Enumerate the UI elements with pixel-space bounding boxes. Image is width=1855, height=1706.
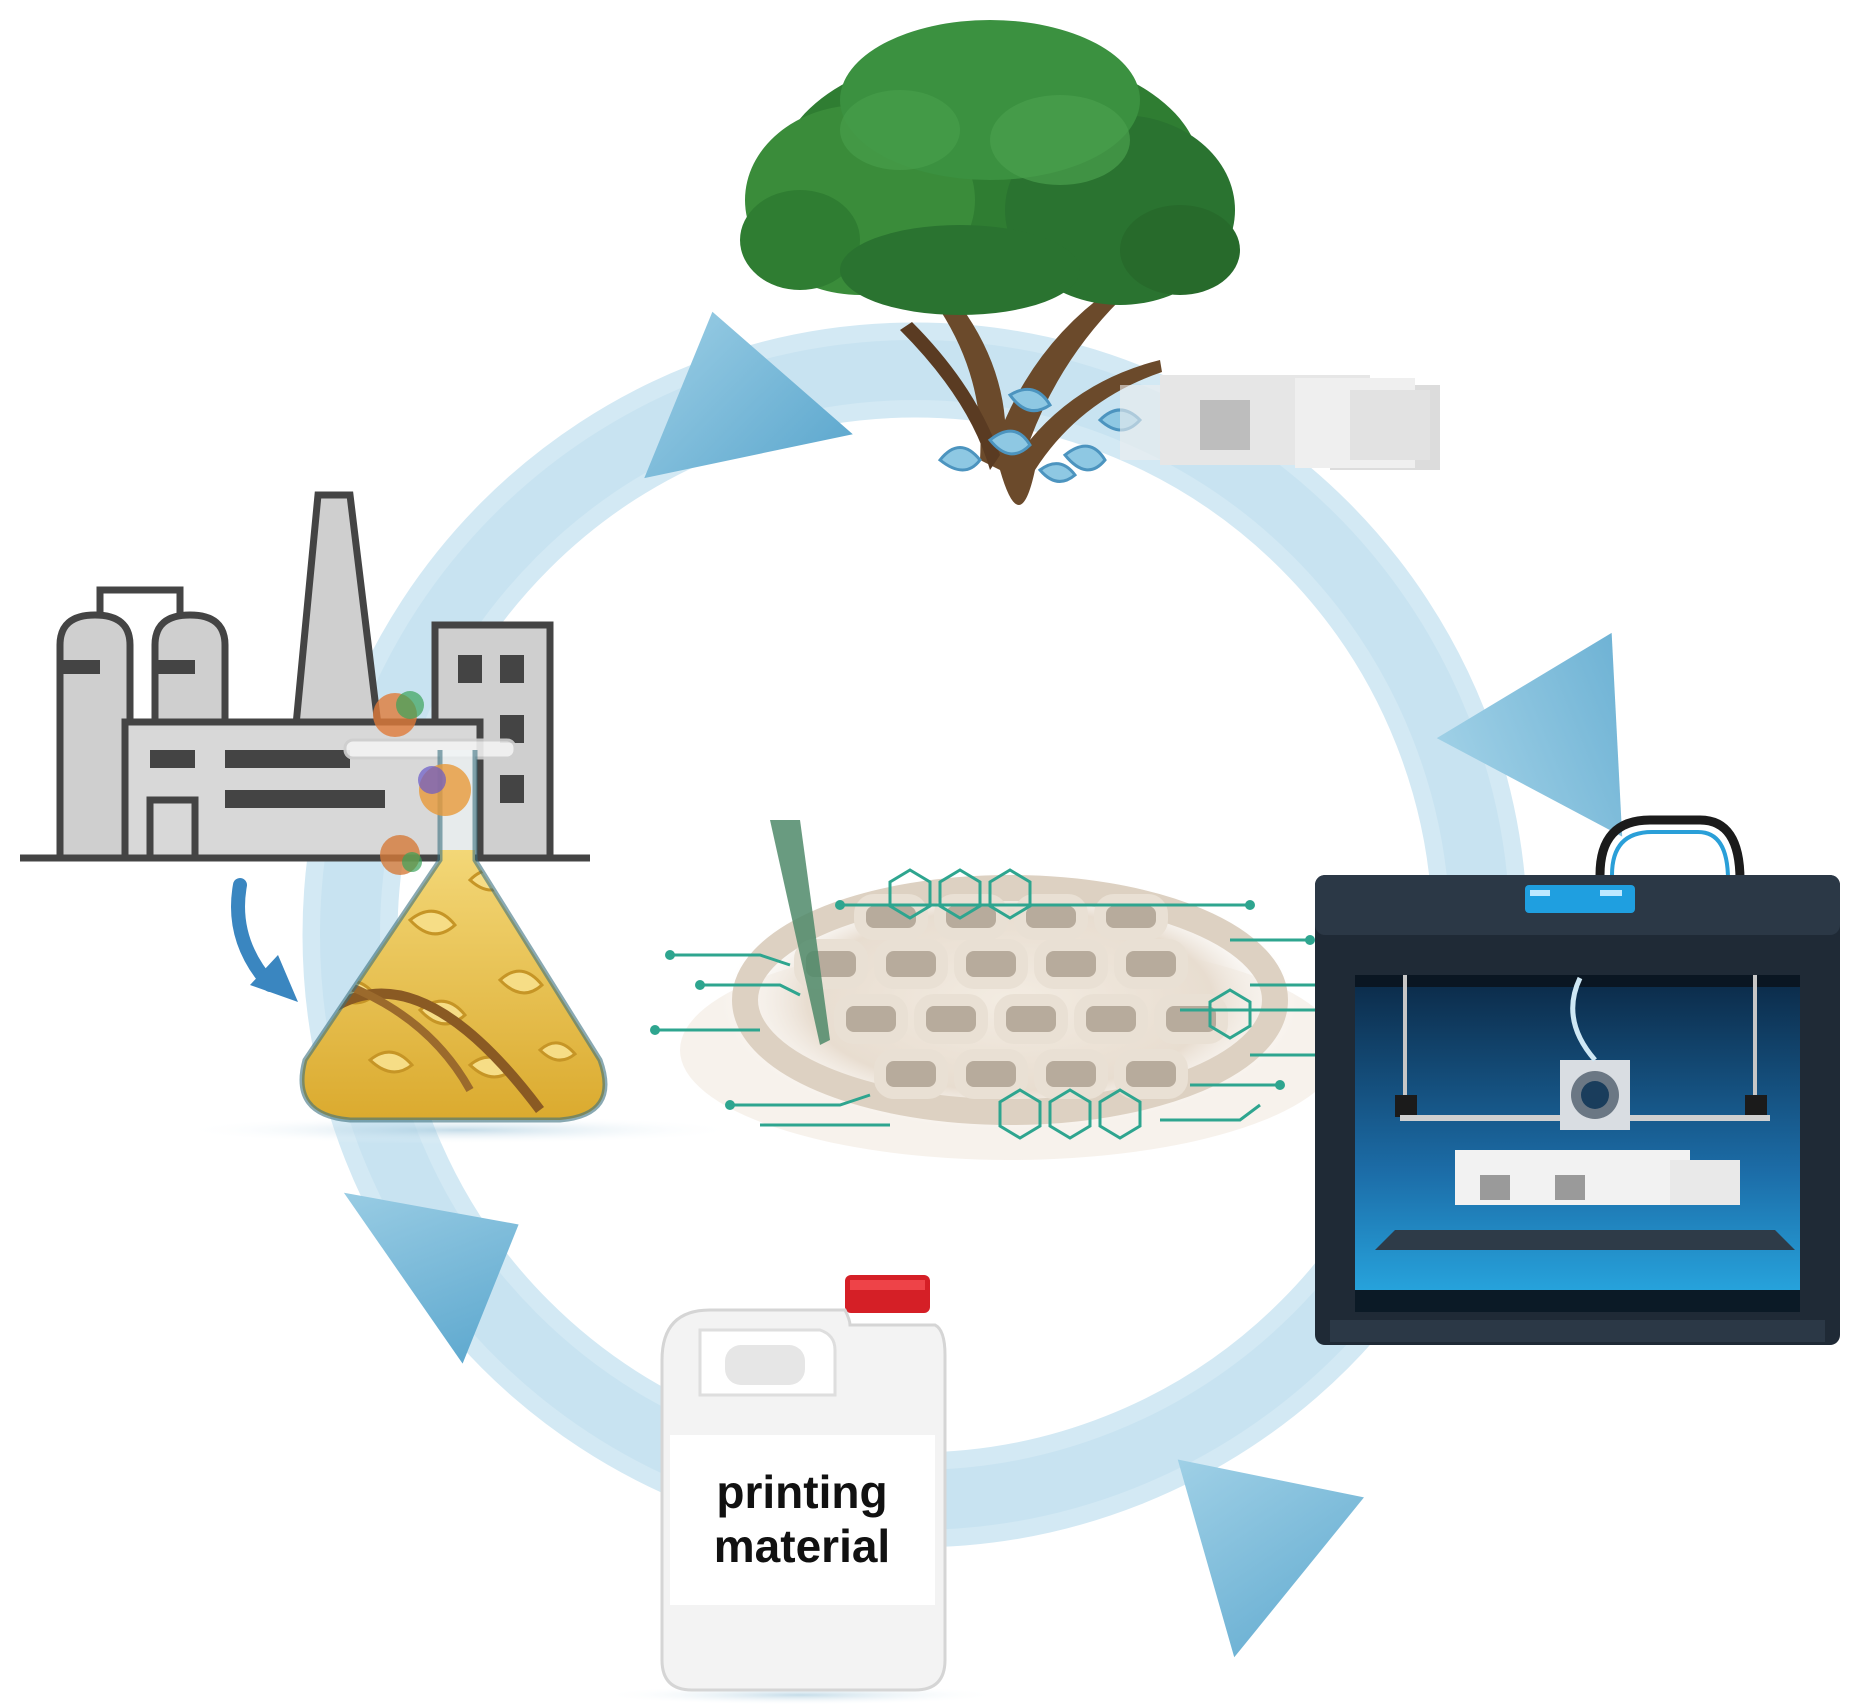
arrow-head-top-left <box>644 311 853 479</box>
jug-label-line-1: printing <box>716 1466 887 1518</box>
factory-to-flask-arrow <box>231 878 298 1002</box>
wood-shavings <box>937 387 1143 483</box>
printed-blocks-top <box>1120 375 1440 470</box>
print-nozzle <box>770 820 830 1045</box>
arrow-head-left <box>343 1192 519 1364</box>
arrow-head-right <box>1436 632 1623 837</box>
cycle-arrows <box>343 311 1623 1658</box>
arrow-head-bottom-right <box>1177 1459 1364 1658</box>
jug-label-panel <box>670 1435 935 1605</box>
jug-label-line-2: material <box>714 1520 890 1572</box>
enzyme-molecules <box>373 691 471 875</box>
tree-illustration <box>740 20 1240 505</box>
printing-material-jug: printing material <box>600 1275 1000 1705</box>
3d-printer-illustration <box>1315 815 1840 1345</box>
printed-scaffold-center <box>650 820 1340 1160</box>
circuit-lines <box>655 868 1330 1140</box>
